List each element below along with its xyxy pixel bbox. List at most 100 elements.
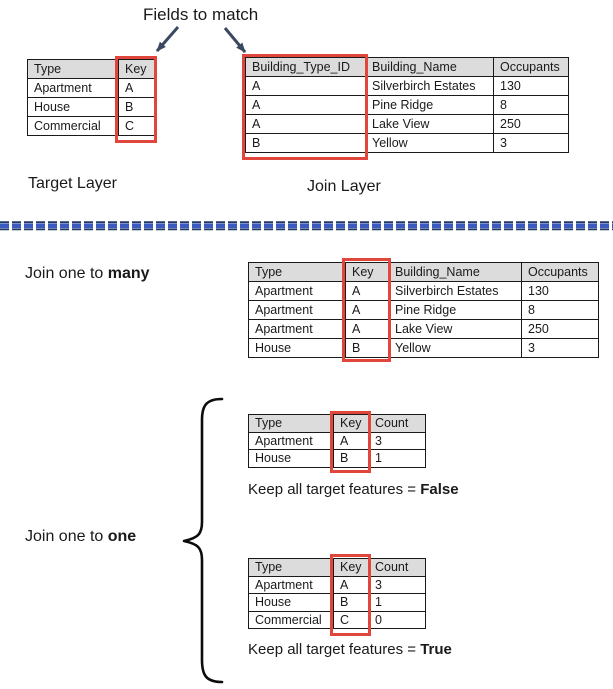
column-header: Type [248,558,334,577]
column-header: Count [368,414,426,433]
table-cell: 1 [368,593,426,612]
table-cell: Commercial [27,116,119,136]
arrow-icon-left [155,26,180,52]
table-cell: Apartment [248,431,334,450]
keep-false-prefix: Keep all target features = [248,481,421,498]
join-one-to-many-prefix: Join one to [25,265,108,282]
table-cell: B [345,338,389,358]
keep-false-caption: Keep all target features = False [248,481,459,498]
table-cell: 3 [521,338,599,358]
target-layer-label: Target Layer [28,175,117,192]
table-cell: 3 [368,431,426,450]
table-cell: Lake View [388,319,522,339]
column-header: Type [27,59,119,79]
table-cell: House [248,338,346,358]
column-header: Occupants [521,262,599,282]
table-cell: Pine Ridge [388,300,522,320]
column-header: Key [333,414,369,433]
table-cell: 250 [521,319,599,339]
table-cell: A [333,575,369,594]
fields-to-match-label: Fields to match [143,5,259,24]
table-cell: B [245,133,366,153]
curly-brace-icon [182,397,224,684]
table-cell: A [245,95,366,115]
join-one-to-many-label: Join one to many [25,265,150,283]
table-cell: A [245,76,366,96]
table-cell: House [248,449,334,468]
keep-true-caption: Keep all target features = True [248,641,452,658]
column-header: Key [118,59,155,79]
table-cell: Yellow [365,133,494,153]
keep-false-bold: False [420,481,459,498]
table-cell: Silverbirch Estates [365,76,494,96]
table-cell: 3 [493,133,569,153]
table-cell: Pine Ridge [365,95,494,115]
table-cell: C [333,610,369,629]
table-cell: B [333,449,369,468]
table-cell: 130 [521,281,599,301]
join-one-to-many-bold: many [107,265,150,282]
table-cell: C [118,116,155,136]
table-cell: Commercial [248,610,334,629]
join-one-to-one-prefix: Join one to [25,528,108,545]
table-cell: Apartment [27,78,119,98]
table-cell: 8 [493,95,569,115]
table-cell: A [345,300,389,320]
table-cell: 8 [521,300,599,320]
table-cell: House [248,593,334,612]
join-layer-label: Join Layer [307,178,381,195]
table-cell: Apartment [248,575,334,594]
keep-true-prefix: Keep all target features = [248,641,421,658]
join-one-to-one-bold: one [107,528,137,545]
column-header: Building_Name [365,57,494,77]
divider-dashed-line [0,221,613,231]
column-header: Building_Type_ID [245,57,366,77]
fields-to-match-arrows [155,26,247,53]
table-cell: Apartment [248,300,346,320]
table-cell: A [345,281,389,301]
table-cell: 130 [493,76,569,96]
column-header: Building_Name [388,262,522,282]
table-cell: 1 [368,449,426,468]
table-cell: 0 [368,610,426,629]
table-cell: Silverbirch Estates [388,281,522,301]
table-cell: A [345,319,389,339]
column-header: Count [368,558,426,577]
column-header: Occupants [493,57,569,77]
table-cell: B [333,593,369,612]
table-cell: 3 [368,575,426,594]
column-header: Key [333,558,369,577]
table-cell: Yellow [388,338,522,358]
table-cell: A [245,114,366,134]
